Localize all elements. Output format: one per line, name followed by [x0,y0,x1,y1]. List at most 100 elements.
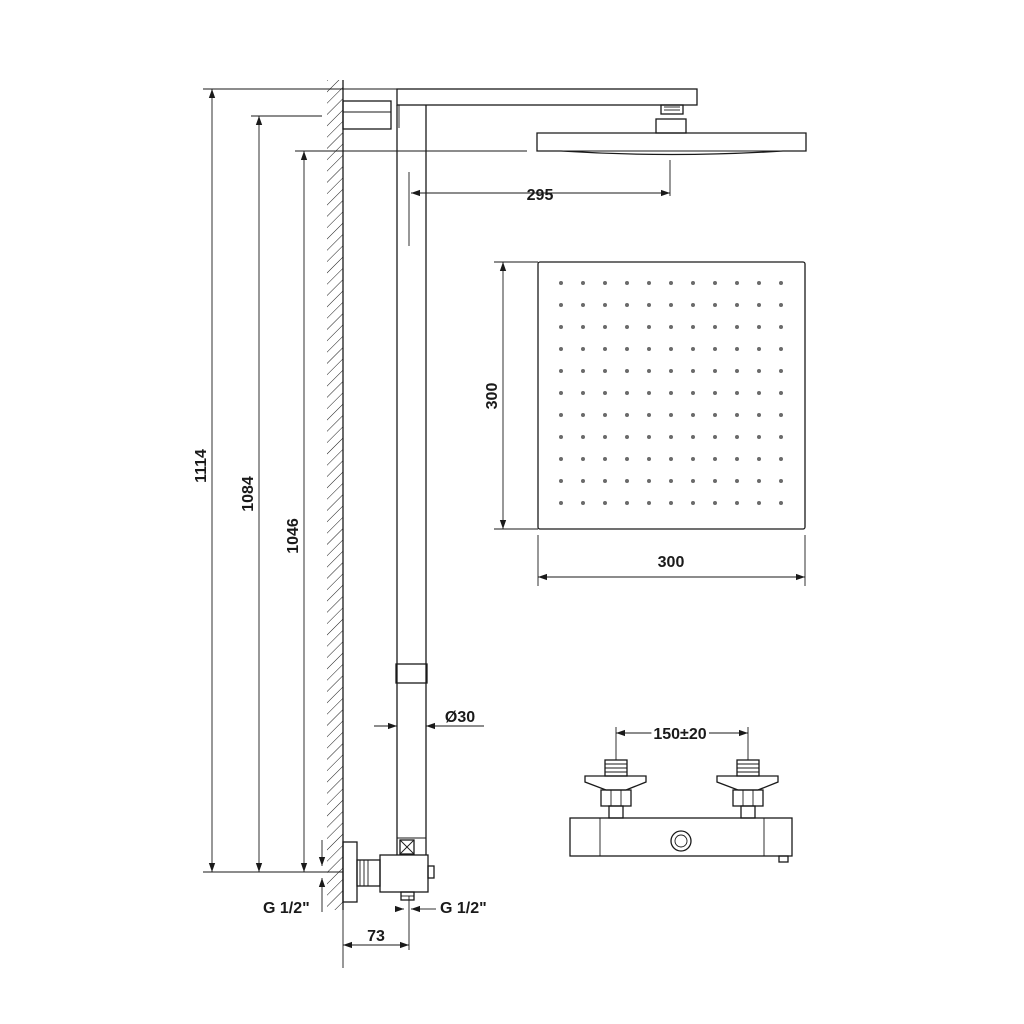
nozzle-hole [625,347,629,351]
nozzle-hole [691,435,695,439]
nozzle-hole [691,479,695,483]
nozzle-hole [691,303,695,307]
nozzle-hole [647,413,651,417]
nozzle-hole [625,501,629,505]
dim-inlet-thread-right: G 1/2" [440,900,487,917]
nozzle-hole [691,413,695,417]
mixer-front-view: 150±20 [569,723,793,863]
nozzle-hole [559,501,563,505]
shower-head-top-view: 300 300 [484,261,806,586]
nozzle-hole [779,391,783,395]
nozzle-hole [691,347,695,351]
nozzle-hole [581,325,585,329]
nozzle-hole [713,501,717,505]
nozzle-hole [735,435,739,439]
nozzle-hole [581,479,585,483]
nozzle-hole [757,479,761,483]
nozzle-hole [757,457,761,461]
nozzle-hole [581,347,585,351]
nozzle-hole [581,457,585,461]
nozzle-hole [735,391,739,395]
dim-wall-offset: 73 [367,928,385,945]
nozzle-hole [647,457,651,461]
dim-arm-projection: 295 [527,187,554,204]
nozzle-hole [647,501,651,505]
nozzle-hole [581,413,585,417]
dim-head-width: 300 [658,554,685,571]
nozzle-hole [735,281,739,285]
nozzle-hole [625,435,629,439]
nozzle-hole [603,281,607,285]
nozzle-hole [669,435,673,439]
nozzle-hole [603,369,607,373]
nozzle-hole [713,347,717,351]
nozzle-grid [559,281,783,505]
nozzle-hole [669,501,673,505]
nozzle-hole [735,413,739,417]
nozzle-hole [779,325,783,329]
nozzle-hole [669,347,673,351]
nozzle-hole [669,325,673,329]
nozzle-hole [713,325,717,329]
nozzle-hole [779,347,783,351]
nozzle-hole [559,303,563,307]
nozzle-hole [713,281,717,285]
nozzle-hole [669,391,673,395]
right-inlet [716,759,779,819]
nozzle-hole [735,325,739,329]
nozzle-hole [691,457,695,461]
nozzle-hole [559,325,563,329]
dim-arm-height: 1084 [240,476,257,512]
nozzle-hole [603,501,607,505]
nozzle-hole [779,479,783,483]
mixer-body [569,817,793,863]
nozzle-hole [713,369,717,373]
nozzle-hole [559,369,563,373]
dim-inlet-spacing: 150±20 [653,726,706,743]
nozzle-hole [779,501,783,505]
dim-inlet-thread-left: G 1/2" [263,900,310,917]
nozzle-hole [757,347,761,351]
nozzle-hole [713,479,717,483]
shower-head-side [536,104,807,156]
nozzle-hole [603,303,607,307]
nozzle-hole [757,369,761,373]
nozzle-hole [669,479,673,483]
nozzle-hole [647,435,651,439]
nozzle-hole [581,303,585,307]
nozzle-hole [625,479,629,483]
nozzle-hole [647,369,651,373]
nozzle-hole [691,391,695,395]
side-view: 1114 1084 1046 295 Ø30 G 1/2" G 1/2" 73 [193,80,807,968]
nozzle-hole [603,435,607,439]
nozzle-hole [757,303,761,307]
nozzle-hole [735,457,739,461]
nozzle-hole [691,369,695,373]
dim-total-height: 1114 [193,449,210,483]
bottom-connection [322,839,435,903]
nozzle-hole [713,391,717,395]
nozzle-hole [713,303,717,307]
nozzle-hole [581,369,585,373]
nozzle-hole [669,369,673,373]
nozzle-hole [647,347,651,351]
dim-head-depth: 300 [484,383,501,410]
nozzle-hole [669,457,673,461]
nozzle-hole [757,281,761,285]
nozzle-hole [581,435,585,439]
nozzle-hole [713,457,717,461]
dim-head-height: 1046 [285,518,302,554]
nozzle-hole [625,391,629,395]
nozzle-hole [559,435,563,439]
nozzle-hole [669,281,673,285]
nozzle-hole [779,435,783,439]
nozzle-hole [757,325,761,329]
nozzle-hole [713,413,717,417]
nozzle-hole [757,413,761,417]
nozzle-hole [779,369,783,373]
nozzle-hole [603,347,607,351]
dim-pipe-diameter: Ø30 [445,709,475,726]
nozzle-hole [581,281,585,285]
nozzle-hole [559,347,563,351]
nozzle-hole [647,325,651,329]
